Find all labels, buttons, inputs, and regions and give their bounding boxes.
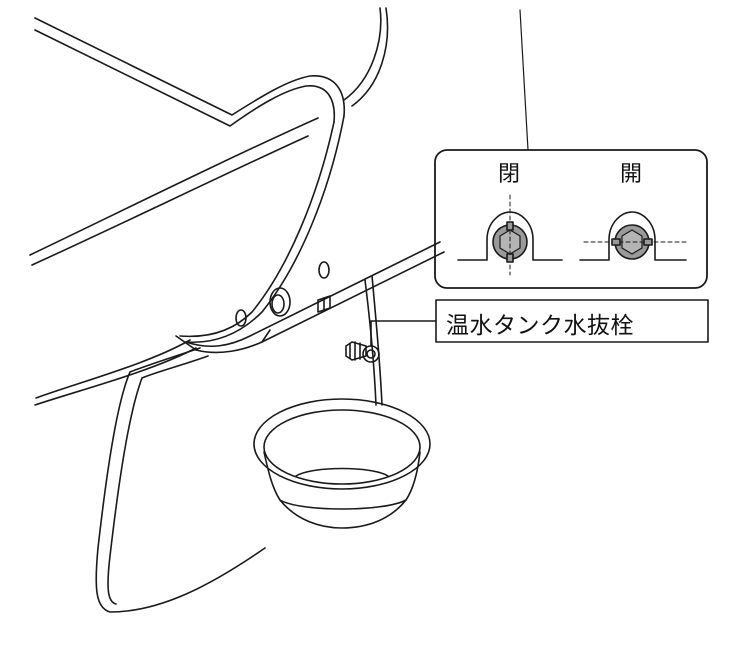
toilet-lid [34, 7, 389, 127]
toilet-seat-rim [29, 115, 345, 344]
drain-plug-small [345, 341, 380, 363]
side-panel [95, 275, 383, 613]
toilet-base [34, 241, 445, 406]
catch-bowl [253, 398, 431, 529]
open-plug-icon [579, 211, 687, 261]
base-screw-holes [235, 261, 331, 327]
inset-box [434, 149, 708, 289]
closed-label: 閉 [498, 162, 521, 187]
open-label: 開 [620, 162, 643, 187]
closed-plug-icon [457, 194, 563, 276]
callout-box [435, 299, 709, 343]
drain-plug-label: 温水タンク水抜栓 [446, 313, 634, 339]
callout-leader-line [370, 320, 437, 347]
inset-leader-line [519, 9, 529, 151]
